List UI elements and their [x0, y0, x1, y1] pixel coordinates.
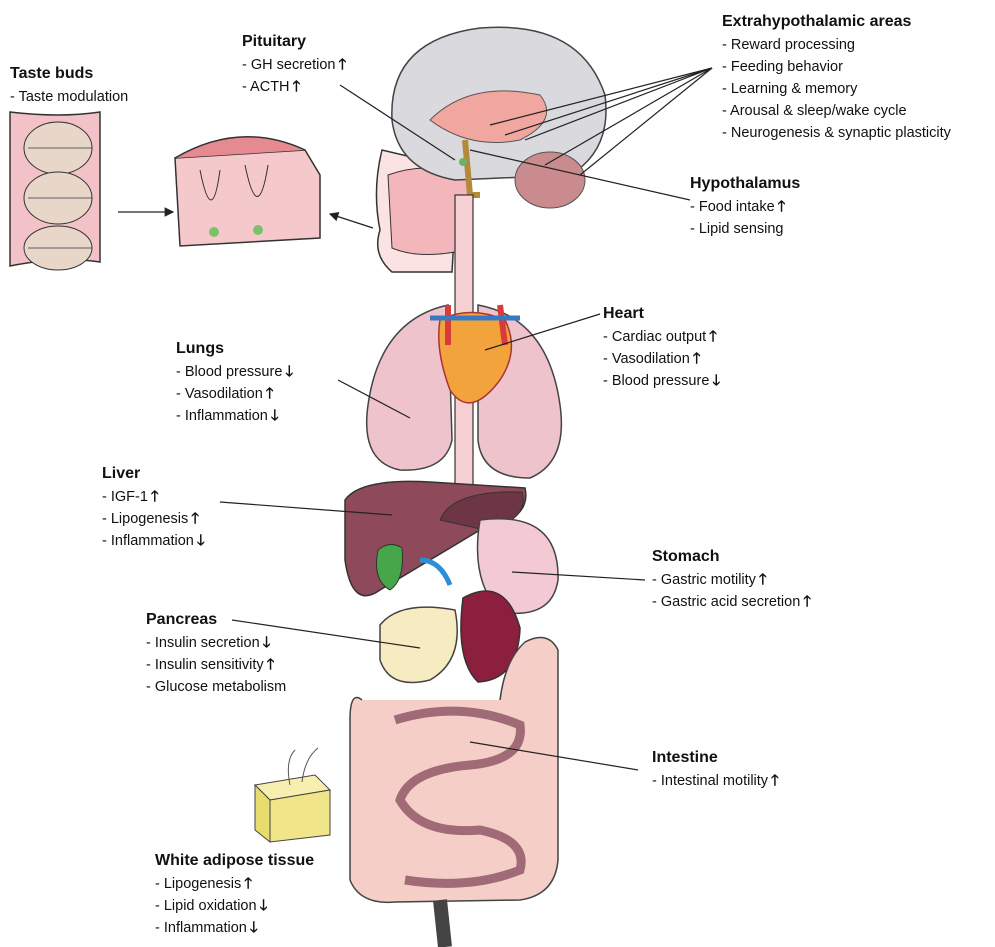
item-extra-4: - Neurogenesis & synaptic plasticity	[722, 122, 951, 144]
item-extra-3: - Arousal & sleep/wake cycle	[722, 100, 951, 122]
taste-bud-tissue-icon	[10, 112, 100, 270]
label-liver: Liver - IGF-1🡑 - Lipogenesis🡑 - Inflamma…	[102, 462, 205, 552]
title-extrahypothalamic: Extrahypothalamic areas	[722, 10, 951, 34]
item-extra-2: - Learning & memory	[722, 78, 951, 100]
down-arrow-icon: 🡓	[712, 372, 720, 389]
up-arrow-icon: 🡑	[266, 385, 274, 402]
label-intestine: Intestine - Intestinal motility🡑	[652, 746, 779, 792]
callout-papilla-arrow	[330, 214, 373, 228]
item-liver-0: - IGF-1🡑	[102, 486, 205, 508]
item-heart-1: - Vasodilation🡑	[603, 348, 720, 370]
up-arrow-icon: 🡑	[803, 593, 811, 610]
pancreas-icon	[380, 607, 457, 682]
down-arrow-icon: 🡓	[197, 532, 205, 549]
down-arrow-icon: 🡓	[263, 634, 271, 651]
label-heart: Heart - Cardiac output🡑 - Vasodilation🡑 …	[603, 302, 720, 392]
up-arrow-icon: 🡑	[267, 656, 275, 673]
adipose-cube-icon	[255, 748, 330, 842]
item-pancreas-2: - Glucose metabolism	[146, 676, 286, 698]
title-stomach: Stomach	[652, 545, 811, 569]
up-arrow-icon: 🡑	[709, 328, 717, 345]
item-hypothalamus-1: - Lipid sensing	[690, 218, 800, 240]
down-arrow-icon: 🡓	[285, 363, 293, 380]
up-arrow-icon: 🡑	[693, 350, 701, 367]
intestine-icon	[350, 638, 558, 947]
up-arrow-icon: 🡑	[191, 510, 199, 527]
papilla-block-icon	[175, 137, 320, 246]
item-pituitary-1: - ACTH🡑	[242, 76, 346, 98]
item-wat-1: - Lipid oxidation🡓	[155, 895, 314, 917]
label-hypothalamus: Hypothalamus - Food intake🡑 - Lipid sens…	[690, 172, 800, 240]
item-stomach-0: - Gastric motility🡑	[652, 569, 811, 591]
item-extra-1: - Feeding behavior	[722, 56, 951, 78]
title-taste-buds: Taste buds	[10, 62, 128, 86]
label-taste-buds: Taste buds - Taste modulation	[10, 62, 128, 108]
item-taste-buds-0: - Taste modulation	[10, 86, 128, 108]
down-arrow-icon: 🡓	[271, 407, 279, 424]
down-arrow-icon: 🡓	[250, 919, 258, 936]
item-pancreas-0: - Insulin secretion🡓	[146, 632, 286, 654]
item-heart-2: - Blood pressure🡓	[603, 370, 720, 392]
title-heart: Heart	[603, 302, 720, 326]
title-white-adipose: White adipose tissue	[155, 849, 314, 873]
item-wat-0: - Lipogenesis🡑	[155, 873, 314, 895]
item-pituitary-0: - GH secretion🡑	[242, 54, 346, 76]
item-intestine-0: - Intestinal motility🡑	[652, 770, 779, 792]
item-heart-0: - Cardiac output🡑	[603, 326, 720, 348]
title-pituitary: Pituitary	[242, 30, 346, 54]
label-pancreas: Pancreas - Insulin secretion🡓 - Insulin …	[146, 608, 286, 698]
item-lungs-0: - Blood pressure🡓	[176, 361, 293, 383]
item-liver-2: - Inflammation🡓	[102, 530, 205, 552]
title-hypothalamus: Hypothalamus	[690, 172, 800, 196]
title-intestine: Intestine	[652, 746, 779, 770]
up-arrow-icon: 🡑	[151, 488, 159, 505]
label-lungs: Lungs - Blood pressure🡓 - Vasodilation🡑 …	[176, 337, 293, 427]
label-stomach: Stomach - Gastric motility🡑 - Gastric ac…	[652, 545, 811, 613]
title-pancreas: Pancreas	[146, 608, 286, 632]
up-arrow-icon: 🡑	[771, 772, 779, 789]
title-liver: Liver	[102, 462, 205, 486]
up-arrow-icon: 🡑	[778, 198, 786, 215]
item-liver-1: - Lipogenesis🡑	[102, 508, 205, 530]
item-lungs-1: - Vasodilation🡑	[176, 383, 293, 405]
title-lungs: Lungs	[176, 337, 293, 361]
up-arrow-icon: 🡑	[244, 875, 252, 892]
item-extra-0: - Reward processing	[722, 34, 951, 56]
down-arrow-icon: 🡓	[260, 897, 268, 914]
up-arrow-icon: 🡑	[759, 571, 767, 588]
up-arrow-icon: 🡑	[293, 78, 301, 95]
item-wat-2: - Inflammation🡓	[155, 917, 314, 939]
up-arrow-icon: 🡑	[338, 56, 346, 73]
item-pancreas-1: - Insulin sensitivity🡑	[146, 654, 286, 676]
label-extrahypothalamic: Extrahypothalamic areas - Reward process…	[722, 10, 951, 144]
label-pituitary: Pituitary - GH secretion🡑 - ACTH🡑	[242, 30, 346, 98]
item-lungs-2: - Inflammation🡓	[176, 405, 293, 427]
item-hypothalamus-0: - Food intake🡑	[690, 196, 800, 218]
item-stomach-1: - Gastric acid secretion🡑	[652, 591, 811, 613]
label-white-adipose: White adipose tissue - Lipogenesis🡑 - Li…	[155, 849, 314, 939]
